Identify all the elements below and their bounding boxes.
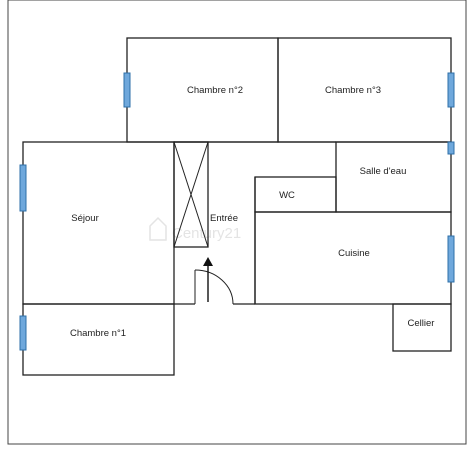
label-chambre2: Chambre n°2 — [187, 85, 243, 96]
label-chambre1: Chambre n°1 — [70, 328, 126, 339]
arrow-up-icon — [203, 257, 213, 302]
room-wc — [254, 176, 337, 213]
window-sejour — [19, 164, 27, 212]
door-swing-icon — [194, 269, 234, 305]
room-chambre1 — [22, 303, 175, 376]
plan-frame — [7, 0, 467, 445]
label-wc: WC — [279, 190, 295, 201]
room-cellier — [392, 303, 452, 352]
watermark: Century21 — [149, 216, 241, 242]
stairwell — [173, 141, 209, 248]
label-cellier: Cellier — [408, 318, 435, 329]
century21-logo-icon — [149, 216, 167, 241]
room-salle-eau — [335, 141, 452, 213]
window-chambre2 — [123, 72, 131, 108]
window-chambre3 — [447, 72, 455, 108]
label-salle-eau: Salle d'eau — [360, 166, 407, 177]
window-chambre1 — [19, 315, 27, 351]
window-salle-eau — [447, 141, 455, 155]
label-sejour: Séjour — [71, 213, 98, 224]
label-cuisine: Cuisine — [338, 248, 370, 259]
label-entree: Entrée — [210, 213, 238, 224]
room-entree — [174, 141, 336, 305]
watermark-text: Century21 — [172, 225, 241, 242]
window-cuisine — [447, 235, 455, 283]
label-chambre3: Chambre n°3 — [325, 85, 381, 96]
